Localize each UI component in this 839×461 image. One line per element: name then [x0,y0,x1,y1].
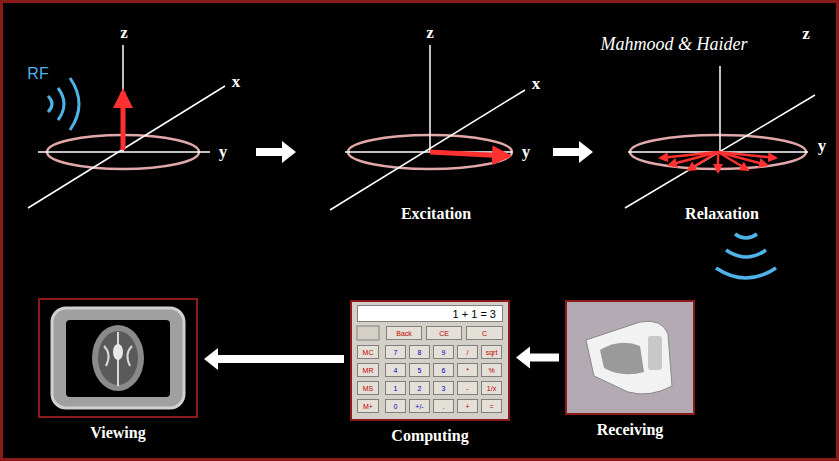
calculator-key: - [457,381,478,395]
calculator-key: +/- [409,399,430,413]
axes-relaxing [625,66,815,278]
axis-label: z [120,23,128,43]
calculator-key: = [481,399,502,413]
axes-rest [28,45,225,208]
monitor-image [52,308,184,408]
calculator-key: 9 [433,345,454,359]
calculator-key: Back [386,326,422,340]
step-label: Excitation [401,205,471,223]
calculator-key: MS [357,381,379,395]
flow-arrow [516,347,559,369]
viewing-box: Viewing [38,298,198,418]
calculator-key: 1 [385,381,406,395]
coil-photo [567,302,693,413]
axis-label: y [818,136,827,156]
calculator-key: 1/x [481,381,502,395]
calculator-key: 2 [409,381,430,395]
step-label: Viewing [90,424,145,442]
calculator-key: % [481,363,502,377]
calculator-key: * [457,363,478,377]
axis-label: z [426,23,434,43]
calculator-key: 0 [385,399,406,413]
calculator-key: + [457,399,478,413]
calculator-image [352,302,508,419]
calculator-key: C [466,326,503,340]
calculator-key: 4 [385,363,406,377]
axis-label: y [219,142,228,162]
calculator-key: M+ [357,399,379,413]
calculator-display: 1 + 1 = 3 [357,305,503,322]
axis-label: y [522,142,531,162]
step-label: Receiving [597,421,664,439]
flow-arrow [204,348,344,370]
watermark: Mahmood & Haider [601,34,748,55]
calculator-key: CE [426,326,462,340]
calculator-key: 6 [433,363,454,377]
signal-label: RF [27,65,48,83]
calculator-key: MC [357,345,379,359]
flow-arrow [256,141,296,163]
axis-label: x [232,72,241,92]
step-label: Computing [391,427,468,445]
calculator-key: 3 [433,381,454,395]
calculator-key: / [457,345,478,359]
axis-label: x [532,74,541,94]
flow-arrow [553,141,593,163]
axis-label: z [802,24,810,44]
calculator-key: 7 [385,345,406,359]
receiving-box: Receiving [565,300,695,415]
step-label: Relaxation [685,205,759,223]
calculator-key: . [433,399,454,413]
calculator-key: MR [357,363,379,377]
calculator-key: sqrt [481,345,502,359]
axes-excited [330,45,525,210]
calculator-key: 8 [409,345,430,359]
calculator-key: 5 [409,363,430,377]
